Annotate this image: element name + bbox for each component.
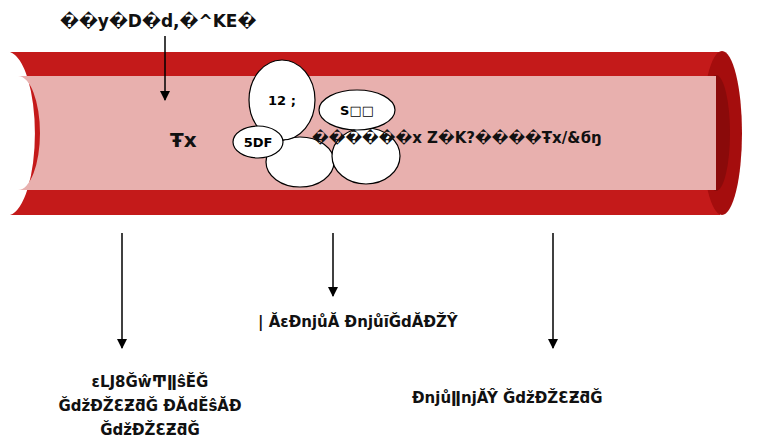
cell-label: S□□ [340,103,374,118]
middle-label: | ĂɛĐǌůĂ ĐǌůĩĞdĂĐŽŶ [258,310,458,334]
cell-label: 12 ; [268,93,296,108]
arrow [121,233,123,348]
arrow [332,233,334,296]
cell-circle: S□□ [318,89,396,131]
arrow [164,36,166,100]
right-label: ĐǌůǁǌĂŶ ĞǆƉŽƐƵƌĞ [412,386,603,410]
vessel-lumen [18,76,716,190]
top-label: ��y�D�d,�^KE� [60,8,256,35]
arrow [552,233,554,348]
left-label: ɛǇ8ĞŵͲǁŝĚĞ ĞǆƉŽƐƵƌĞ ĐĂdĚŝĂĐ ĞǆƉŽƐƵƌĞ [40,370,260,442]
lumen-label: Ŧx [170,124,197,156]
cell-circle: 5DF [232,125,284,159]
vessel-wall [10,52,720,215]
cell-label: 5DF [244,135,273,150]
lumen-text: ������x Z�K?����Ŧx/&ϭŋ [312,126,602,150]
